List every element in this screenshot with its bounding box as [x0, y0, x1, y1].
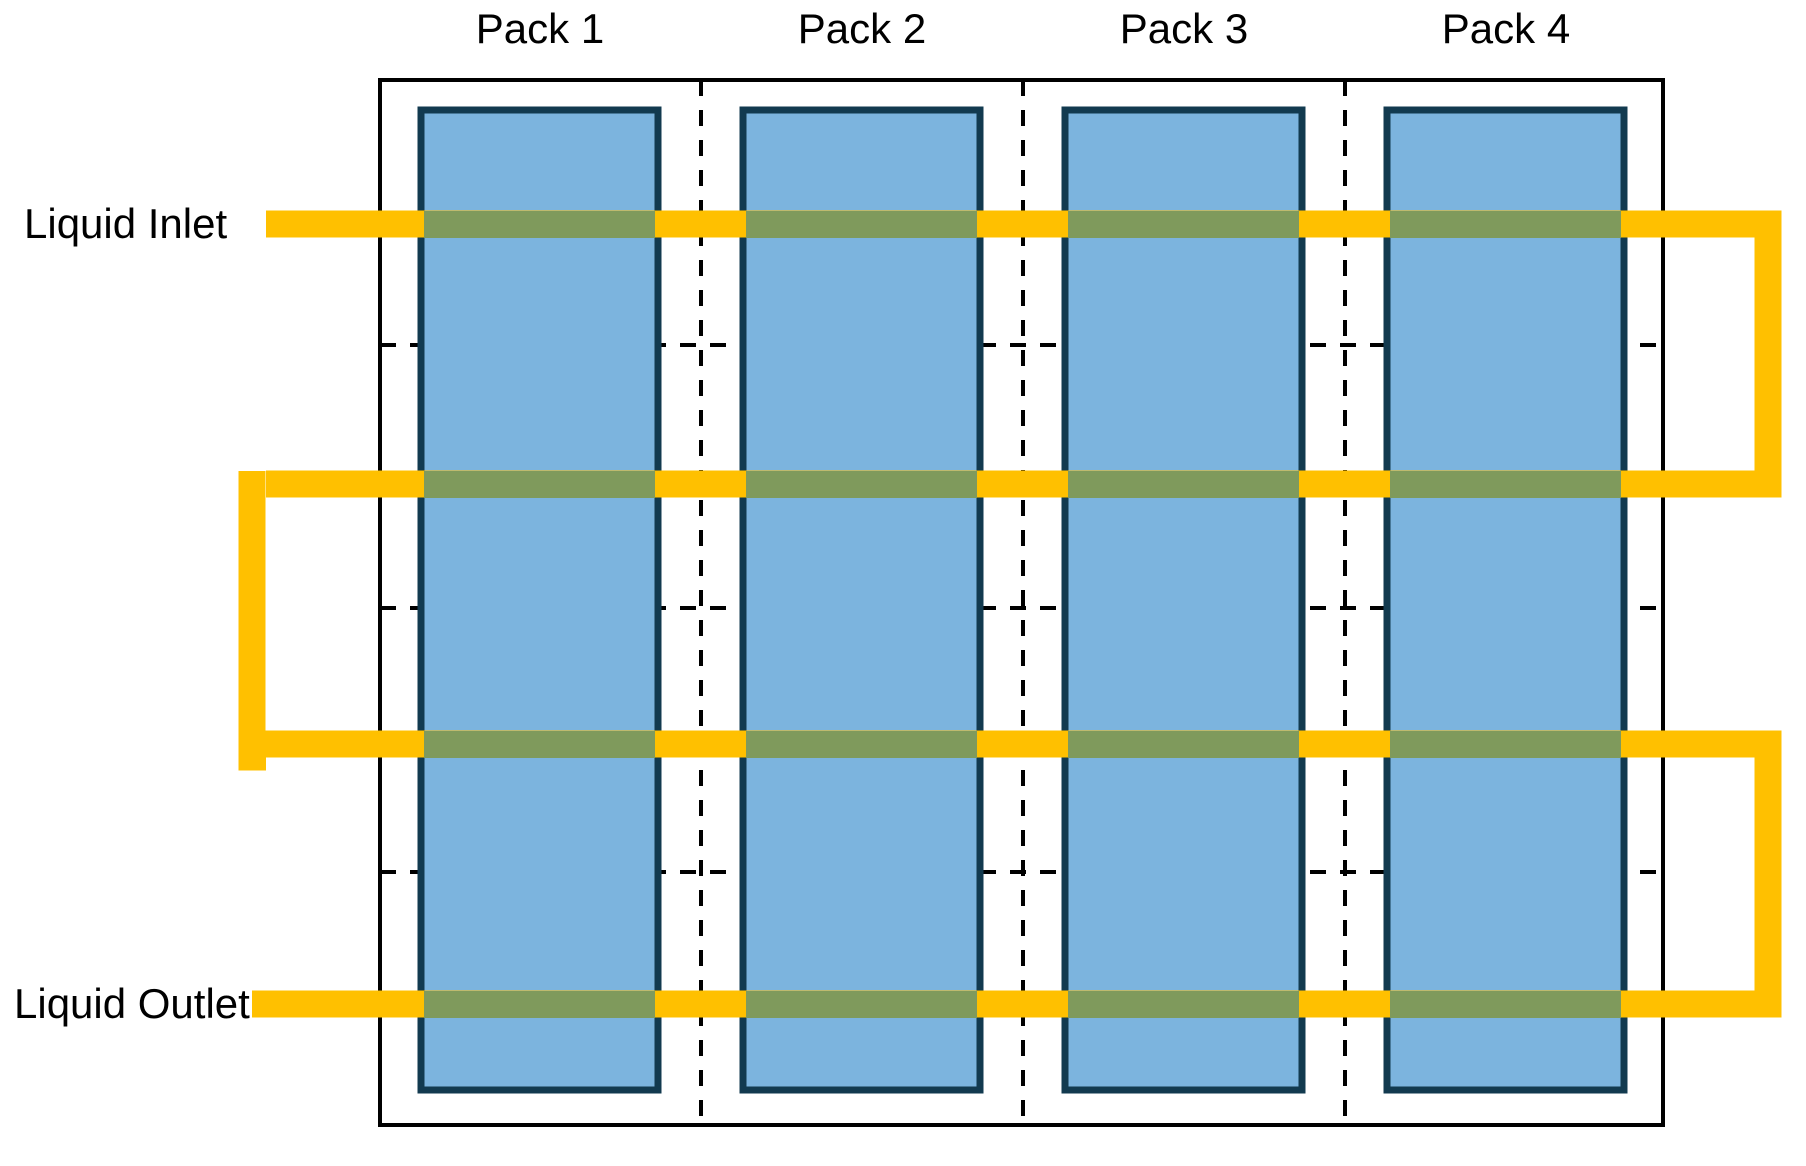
pack-2-box[interactable]: [739, 106, 984, 1094]
pipe-crossing-r1-p4: [1390, 211, 1621, 238]
coolant-pipe-network: [238, 210, 1782, 1018]
pack-4-box[interactable]: [1383, 106, 1628, 1094]
pipe-crossing-r3-p1: [424, 731, 655, 758]
pipe-inlet-row-1-to-row-2[interactable]: [266, 210, 1782, 498]
pipe-crossing-r1-p1: [424, 211, 655, 238]
pack-1-box[interactable]: [417, 106, 662, 1094]
pipe-crossing-r2-p1: [424, 471, 655, 498]
pipe-crossing-r4-p1: [424, 991, 655, 1018]
pipe-crossing-r2-p3: [1068, 471, 1299, 498]
pipe-crossing-r2-p2: [746, 471, 977, 498]
pipe-crossing-r4-p4: [1390, 991, 1621, 1018]
pipe-crossing-r4-p3: [1068, 991, 1299, 1018]
pipe-left-elbow-row-2-to-row-3[interactable]: [238, 471, 266, 771]
pipe-crossing-r1-p2: [746, 211, 977, 238]
pipe-row-3-to-outlet-row-4[interactable]: [252, 730, 1782, 1018]
pack-1-label: Pack 1: [475, 5, 605, 52]
pipe-crossing-r3-p2: [746, 731, 977, 758]
pack-3-label: Pack 3: [1119, 5, 1249, 52]
pack-bodies: [417, 106, 1628, 1094]
pipe-pack-crossings: [424, 211, 1621, 1018]
pack-3-box[interactable]: [1061, 106, 1306, 1094]
pipe-crossing-r1-p3: [1068, 211, 1299, 238]
pipe-crossing-r3-p3: [1068, 731, 1299, 758]
pack-4-label: Pack 4: [1441, 5, 1571, 52]
liquid-inlet-label: Liquid Inlet: [24, 200, 228, 247]
liquid-outlet-label: Liquid Outlet: [14, 980, 250, 1027]
vertical-pack-dividers: [699, 80, 1347, 1125]
pack-2-label: Pack 2: [797, 5, 927, 52]
pipe-crossing-r3-p4: [1390, 731, 1621, 758]
pipe-crossing-r4-p2: [746, 991, 977, 1018]
pipe-crossing-r2-p4: [1390, 471, 1621, 498]
